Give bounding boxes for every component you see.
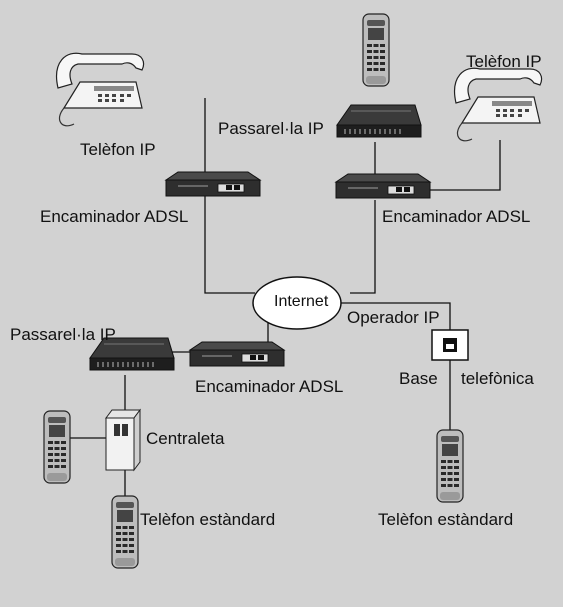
label-adsl-router-bottom: Encaminador ADSL xyxy=(195,377,344,396)
label-adsl-router-right: Encaminador ADSL xyxy=(382,207,531,226)
label-internet: Internet xyxy=(274,293,329,310)
pbx-icon xyxy=(105,408,141,472)
phone-base-icon xyxy=(431,329,469,361)
ip-phone-left-icon xyxy=(55,52,145,127)
connection-lines xyxy=(66,98,501,498)
standard-phone-right-icon xyxy=(436,429,464,503)
label-telefonica: telefònica xyxy=(461,369,534,388)
adsl-router-right-icon xyxy=(335,173,431,199)
label-centraleta: Centraleta xyxy=(146,429,225,448)
label-standard-phone-right: Telèfon estàndard xyxy=(378,510,514,529)
label-ip-phone-right: Telèfon IP xyxy=(466,52,542,71)
ip-gateway-top-icon xyxy=(336,104,422,138)
adsl-router-left-icon xyxy=(165,171,261,197)
line-router-right-internet xyxy=(350,200,376,294)
label-ip-gateway-left: Passarel·la IP xyxy=(10,325,116,344)
line-phone-router-right xyxy=(420,140,501,191)
label-standard-phone-left: Telèfon estàndard xyxy=(140,510,276,529)
label-operator-ip: Operador IP xyxy=(347,308,440,327)
line-internet-operator xyxy=(340,302,451,330)
adsl-router-bottom-icon xyxy=(189,341,285,367)
label-ip-phone-left: Telèfon IP xyxy=(80,140,156,159)
line-router-left-internet xyxy=(204,196,255,294)
label-base: Base xyxy=(399,369,438,388)
ip-phone-right-icon xyxy=(453,67,543,142)
internet-cloud xyxy=(252,276,342,330)
cordless-phone-top-icon xyxy=(362,13,390,87)
label-ip-gateway-top: Passarel·la IP xyxy=(218,119,324,138)
phone-left-icon xyxy=(43,410,71,484)
label-adsl-router-left: Encaminador ADSL xyxy=(40,207,189,226)
standard-phone-left-icon xyxy=(111,495,139,569)
